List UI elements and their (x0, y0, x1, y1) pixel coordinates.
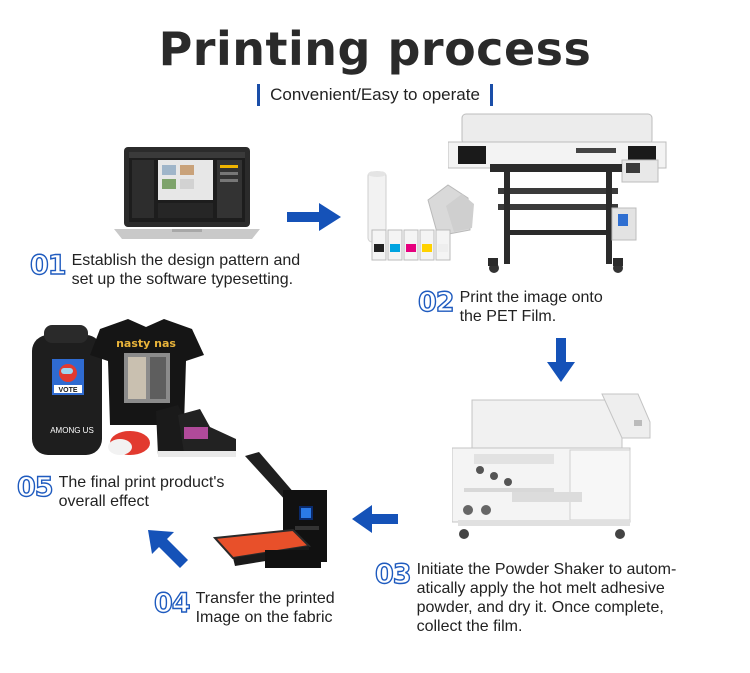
tshirt-text: nasty nas (116, 337, 176, 350)
arrow-left-icon (352, 505, 398, 533)
step-text: Establish the design pattern and set up … (72, 251, 301, 289)
step-01: 01 Establish the design pattern and set … (30, 251, 300, 289)
step-04: 04 Transfer the printed Image on the fab… (154, 589, 335, 627)
step-02: 02 Print the image onto the PET Film. (418, 288, 603, 326)
powder-shaker-icon (452, 392, 657, 544)
step-text: Initiate the Powder Shaker to autom- ati… (417, 560, 677, 636)
step-number: 01 (30, 251, 66, 281)
step-03: 03 Initiate the Powder Shaker to autom- … (375, 560, 676, 636)
step-number: 04 (154, 589, 190, 619)
page-title: Printing process (0, 22, 750, 76)
heat-press-icon (205, 450, 345, 578)
step-number: 03 (375, 560, 411, 590)
step-number: 05 (17, 473, 53, 503)
step-05: 05 The final print product's overall eff… (17, 473, 224, 511)
step-text: Print the image onto the PET Film. (460, 288, 603, 326)
step-number: 02 (418, 288, 454, 318)
arrow-up-left-icon (148, 530, 188, 570)
arrow-down-icon (547, 338, 575, 382)
subtitle-wrapper: Convenient/Easy to operate (0, 84, 750, 106)
page-subtitle: Convenient/Easy to operate (257, 84, 493, 106)
laptop-icon (112, 145, 262, 245)
arrow-right-icon (287, 203, 341, 231)
step-text: The final print product's overall effect (59, 473, 225, 511)
backpack-badge-text: VOTE (58, 387, 77, 394)
step-text: Transfer the printed Image on the fabric (196, 589, 335, 627)
dtf-printer-icon (448, 108, 668, 280)
products-icon: VOTE AMONG US nasty nas (28, 315, 238, 467)
backpack-text: AMONG US (50, 426, 94, 435)
